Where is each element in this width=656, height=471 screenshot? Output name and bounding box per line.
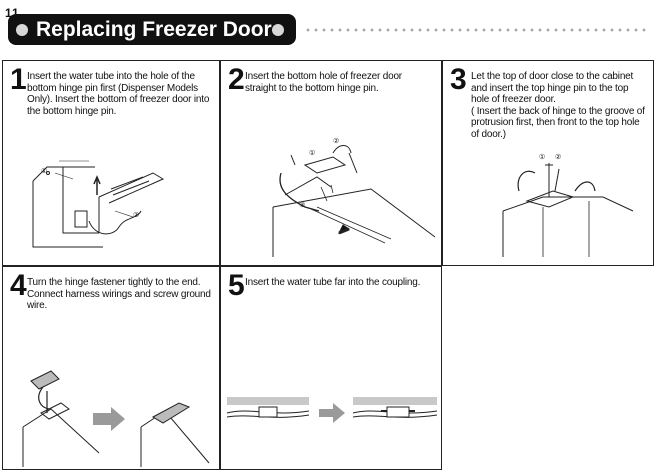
top-hinge-illustration [502, 163, 634, 257]
step-text: Turn the hinge fastener tightly to the e… [27, 277, 201, 288]
step-1-panel: 1 Insert the water tube into the hole of… [2, 60, 220, 266]
step-4-panel: 4 Turn the hinge fastener tightly to the… [2, 266, 220, 470]
step-instructions: Insert the water tube far into the coupl… [245, 277, 435, 289]
step-number: 4 [10, 269, 27, 302]
step-number: 2 [228, 63, 245, 96]
page-title: Replacing Freezer Door [36, 18, 272, 41]
step-instructions: Turn the hinge fastener tightly to the e… [27, 277, 213, 312]
step-number: 1 [10, 63, 27, 96]
freezer-door-illustration [272, 145, 436, 257]
step-3-panel: 3 Let the top of door close to the cabin… [442, 60, 654, 266]
dotted-rule [304, 28, 648, 32]
callout-label: ③ [299, 202, 306, 209]
step-text: ( Insert the back of hinge to the groove… [471, 105, 645, 140]
steps-grid: 1 Insert the water tube into the hole of… [0, 60, 656, 471]
water-tube-coupling-illustration [226, 397, 438, 423]
section-header: 11 Replacing Freezer Door [4, 6, 652, 46]
step-number: 5 [228, 269, 245, 302]
callout-label: ① [539, 154, 546, 161]
title-bar: Replacing Freezer Door [8, 14, 296, 45]
step-5-panel: 5 Insert the water tube far into the cou… [220, 266, 442, 470]
callout-label: ② [333, 138, 340, 145]
step-text: Insert the water tube far into the coupl… [245, 277, 421, 288]
hinge-fastener-illustration [22, 370, 210, 467]
step-number: 3 [450, 63, 467, 96]
step-text: Insert the bottom hole of freezer door s… [245, 71, 402, 94]
step-2-panel: 2 Insert the bottom hole of freezer door… [220, 60, 442, 266]
callout-label: ② [555, 154, 562, 161]
callout-label: ① [41, 168, 48, 175]
step-instructions: Insert the water tube into the hole of t… [27, 71, 213, 117]
hinge-pin-illustration [32, 160, 165, 248]
callout-label: ② [133, 212, 140, 219]
circle-bullet-icon [16, 24, 28, 36]
circle-bullet-icon [272, 24, 284, 36]
callout-label: ① [309, 150, 316, 157]
step-text: Connect harness wirings and screw ground… [27, 288, 211, 312]
step-instructions: Let the top of door close to the cabinet… [471, 71, 647, 140]
step-text: Let the top of door close to the cabinet… [471, 71, 634, 105]
step-text: Insert the water tube into the hole of t… [27, 71, 210, 117]
step-instructions: Insert the bottom hole of freezer door s… [245, 71, 435, 94]
